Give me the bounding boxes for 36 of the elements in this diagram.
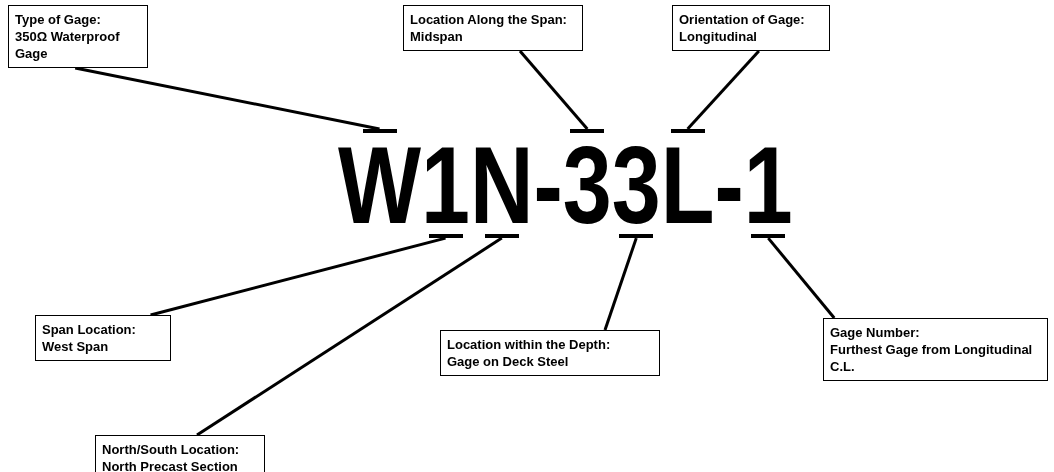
tick-mark — [751, 234, 786, 239]
callout-heading: Type of Gage: — [15, 11, 102, 28]
callout-heading: Gage Number: — [830, 324, 921, 341]
callout-text: North Precast Section — [102, 458, 239, 472]
tick-mark — [362, 128, 397, 133]
leader-line — [518, 50, 589, 130]
leader-line — [767, 237, 836, 319]
callout-text: West Span — [42, 338, 110, 355]
callout-text: 350Ω Waterproof Gage — [15, 28, 121, 62]
leader-line — [150, 236, 446, 317]
callout-heading: Orientation of Gage: — [679, 11, 806, 28]
callout-box — [823, 318, 1048, 381]
leader-line — [603, 237, 638, 331]
tick-mark — [619, 234, 654, 239]
callout-text: Gage on Deck Steel — [447, 353, 570, 370]
callout-box — [35, 315, 171, 361]
callout-box — [403, 5, 583, 51]
tick-mark — [670, 128, 705, 133]
callout-text: Furthest Gage from Longitudinal C.L. — [830, 341, 1034, 375]
callout-box — [95, 435, 265, 472]
leader-line — [686, 50, 760, 130]
callout-box — [440, 330, 660, 376]
leader-line — [196, 236, 503, 437]
callout-text: Longitudinal — [679, 28, 758, 45]
callout-heading: Location Along the Span: — [410, 11, 568, 28]
gage-code-label: W1N-33L-1 — [338, 130, 793, 240]
tick-mark — [570, 128, 605, 133]
callout-box — [8, 5, 148, 68]
tick-mark — [428, 234, 463, 239]
callout-heading: Span Location: — [42, 321, 137, 338]
callout-box — [672, 5, 830, 51]
tick-mark — [484, 234, 519, 239]
leader-line — [74, 66, 380, 131]
callout-text: Midspan — [410, 28, 464, 45]
callout-heading: Location within the Depth: — [447, 336, 612, 353]
callout-heading: North/South Location: — [102, 441, 241, 458]
